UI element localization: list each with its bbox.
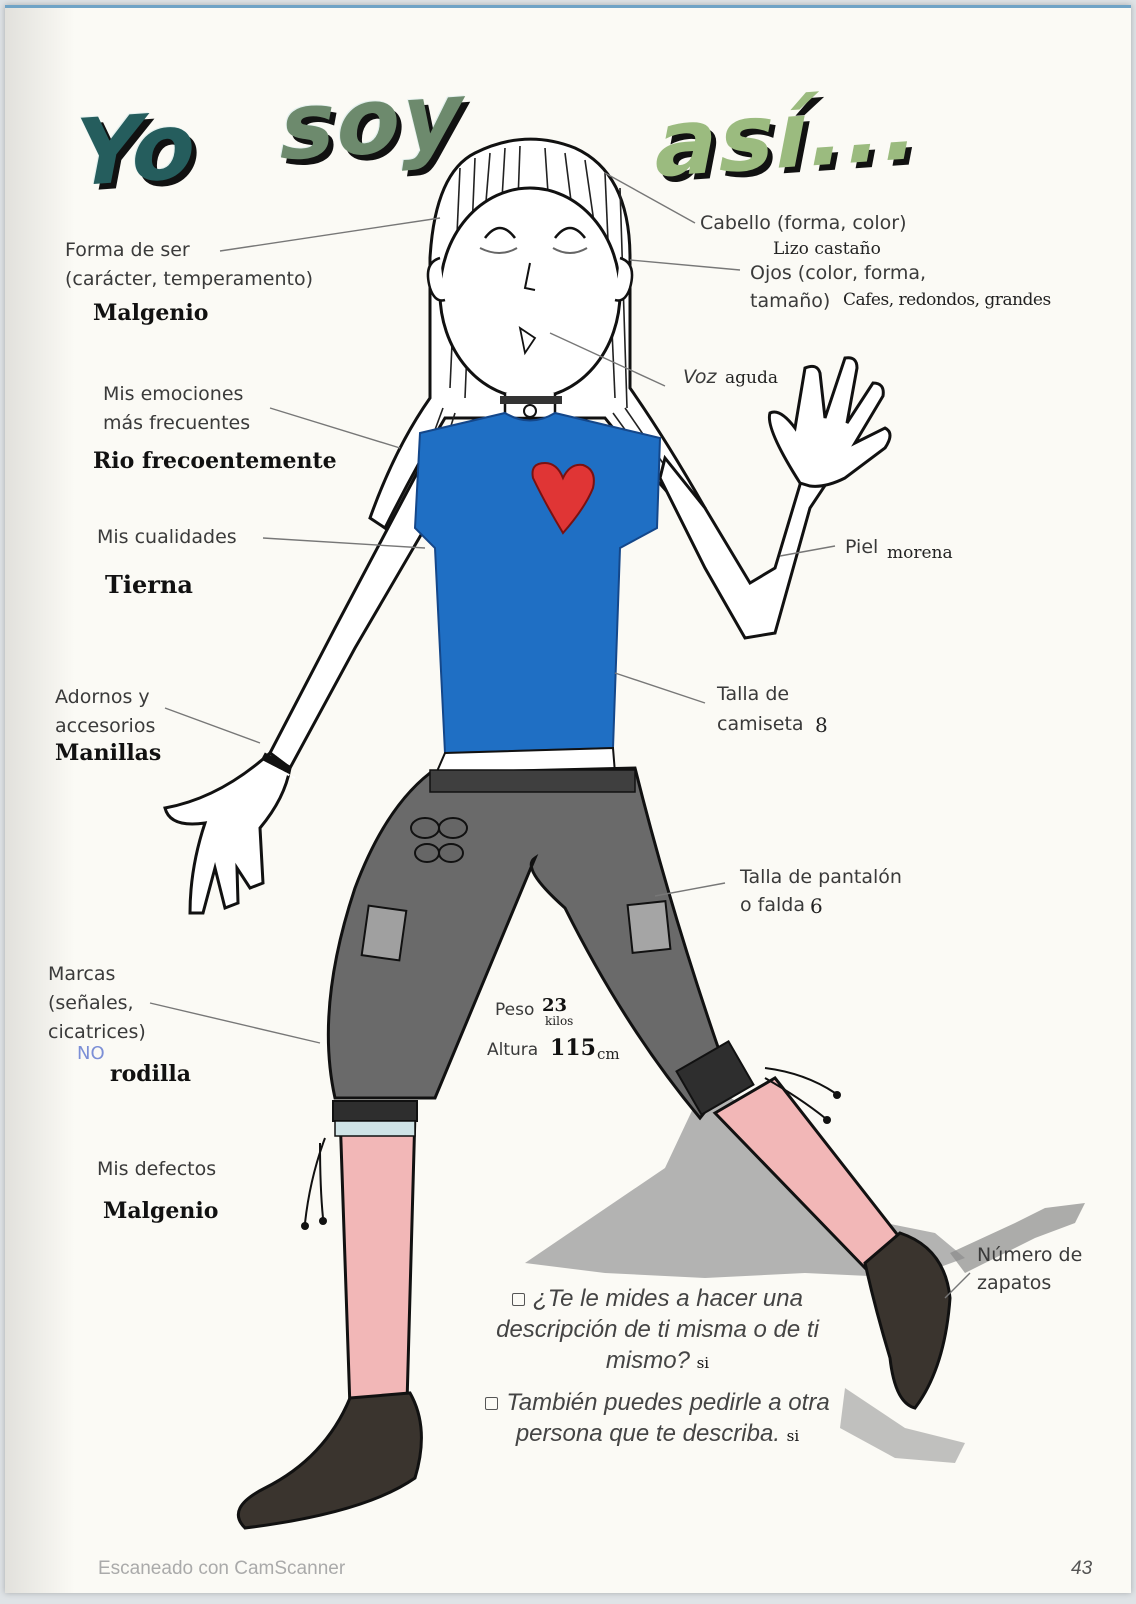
label-camiseta-line1: Talla de <box>717 683 789 705</box>
left-hand <box>165 753 290 913</box>
checkbox-icon <box>485 1397 498 1410</box>
label-altura: Altura <box>487 1040 538 1060</box>
label-defectos: Mis defectos <box>97 1158 216 1180</box>
label-cabello: Cabello (forma, color) <box>700 212 907 234</box>
title-word-soy: soy <box>280 62 464 182</box>
right-shoe <box>865 1233 950 1408</box>
label-marcas: Marcas (señales, cicatrices) <box>48 960 146 1047</box>
answer-piel: morena <box>887 543 953 563</box>
label-text: más frecuentes <box>103 409 250 438</box>
label-pantalon-line1: Talla de pantalón <box>740 866 902 888</box>
question-text: ¿Te le mides a hacer una descripción de … <box>496 1285 819 1374</box>
label-emociones: Mis emociones más frecuentes <box>103 380 250 438</box>
page-number: 43 <box>1071 1558 1092 1580</box>
answer-adornos: Manillas <box>55 740 161 766</box>
label-text: accesorios <box>55 712 155 741</box>
left-arm <box>270 458 425 768</box>
label-voz: Voz <box>683 366 716 388</box>
question-box: ¿Te le mides a hacer una descripción de … <box>460 1283 855 1460</box>
label-text: Adornos y <box>55 683 155 712</box>
answer-peso-num: 23 <box>542 995 567 1016</box>
label-text: Mis emociones <box>103 380 250 409</box>
answer-forma-de-ser: Malgenio <box>93 300 208 326</box>
answer-altura-unit: cm <box>597 1045 620 1063</box>
label-pantalon-line2: o falda <box>740 894 805 916</box>
question-answer: si <box>787 1427 800 1445</box>
label-camiseta-line2: camiseta <box>717 713 804 735</box>
label-zapatos-line2: zapatos <box>977 1272 1051 1294</box>
answer-defectos: Malgenio <box>103 1198 218 1224</box>
title-word-asi: así... <box>655 73 920 199</box>
question-answer: si <box>697 1354 710 1372</box>
answer-cualidades: Tierna <box>105 570 193 599</box>
label-ojos-line2: tamaño) <box>750 290 830 312</box>
label-zapatos-line1: Número de <box>977 1244 1082 1266</box>
label-text: Forma de ser <box>65 236 313 265</box>
label-text: Marcas <box>48 960 146 989</box>
label-text: (señales, <box>48 989 146 1018</box>
answer-ojos: Cafes, redondos, grandes <box>843 290 1051 310</box>
left-sock <box>340 1113 415 1408</box>
right-hand <box>769 358 890 487</box>
scanner-watermark: Escaneado con CamScanner <box>98 1558 345 1580</box>
answer-emociones: Rio frecoentemente <box>93 448 337 474</box>
question-text: También puedes pedirle a otra persona qu… <box>506 1389 829 1447</box>
question-1: ¿Te le mides a hacer una descripción de … <box>460 1283 855 1379</box>
label-cualidades: Mis cualidades <box>97 526 237 548</box>
label-piel: Piel <box>845 536 878 558</box>
question-2: También puedes pedirle a otra persona qu… <box>460 1387 855 1452</box>
answer-pantalon: 6 <box>810 894 823 918</box>
answer-cabello: Lizo castaño <box>773 239 881 259</box>
label-forma-de-ser: Forma de ser (carácter, temperamento) <box>65 236 313 294</box>
label-adornos: Adornos y accesorios <box>55 683 155 741</box>
answer-marcas-prefix: NO <box>77 1043 105 1064</box>
left-shoe <box>238 1393 421 1528</box>
answer-voz: aguda <box>725 368 778 388</box>
answer-altura-num: 115 <box>550 1035 596 1061</box>
label-text: (carácter, temperamento) <box>65 265 313 294</box>
face <box>440 188 620 398</box>
title-word-yo: Yo <box>75 92 197 208</box>
label-peso: Peso <box>495 1000 534 1020</box>
answer-marcas: rodilla <box>110 1061 191 1087</box>
label-ojos-line1: Ojos (color, forma, <box>750 262 926 284</box>
checkbox-icon <box>512 1293 525 1306</box>
workbook-page: Yo soy así... Forma de ser (carácter, te… <box>5 5 1131 1593</box>
answer-peso-unit: kilos <box>545 1014 573 1028</box>
answer-camiseta: 8 <box>815 713 828 737</box>
